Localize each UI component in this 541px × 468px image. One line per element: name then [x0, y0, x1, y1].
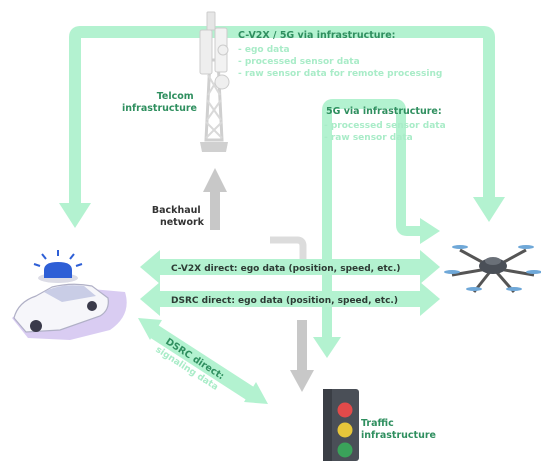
- g5-infra-item: - raw sensor data: [324, 133, 413, 143]
- traffic-light-icon: [323, 389, 359, 461]
- traffic-label: Traffic infrastructure: [361, 418, 436, 441]
- cv2x-5g-item: - ego data: [238, 45, 290, 55]
- cv2x-direct-label: C-V2X direct: ego data (position, speed,…: [171, 264, 401, 274]
- dsrc-direct-label: DSRC direct: ego data (position, speed, …: [171, 296, 398, 306]
- dsrc-signal-arrow: [138, 318, 268, 404]
- cv2x-5g-loop-arrow: [59, 26, 505, 228]
- backhaul-arrow: [203, 168, 227, 230]
- cv2x-direct-arrow: [140, 250, 440, 284]
- hexacopter-drone-icon: [444, 245, 541, 293]
- traffic-label-line2: infrastructure: [361, 430, 436, 441]
- g5-infra-arrow: [313, 99, 440, 358]
- telcom-label-line2: infrastructure: [122, 103, 197, 114]
- traffic-link-arrow: [290, 320, 314, 392]
- g5-infra-title: 5G via infrastructure:: [326, 106, 442, 117]
- cv2x-5g-item: - processed sensor data: [238, 57, 360, 67]
- telcom-label-line1: Telcom: [157, 91, 194, 102]
- cv2x-5g-items: - ego data - processed sensor data - raw…: [238, 45, 442, 79]
- g5-infra-items: - processed sensor data - raw sensor dat…: [324, 121, 449, 143]
- police-car-icon: [12, 250, 127, 340]
- g5-infra-item: - processed sensor data: [324, 121, 446, 131]
- traffic-label-line1: Traffic: [361, 418, 394, 429]
- backhaul-label-line1: Backhaul: [152, 205, 201, 216]
- dsrc-direct-arrow: [140, 282, 440, 316]
- gray-connector-arrow: [270, 236, 307, 262]
- cv2x-5g-item: - raw sensor data for remote processing: [238, 69, 442, 79]
- cell-tower-icon: [199, 11, 230, 152]
- backhaul-label: Backhaul network: [152, 205, 205, 228]
- cv2x-5g-title: C-V2X / 5G via infrastructure:: [238, 30, 395, 41]
- backhaul-label-line2: network: [160, 217, 205, 228]
- telcom-label: Telcom infrastructure: [122, 91, 197, 114]
